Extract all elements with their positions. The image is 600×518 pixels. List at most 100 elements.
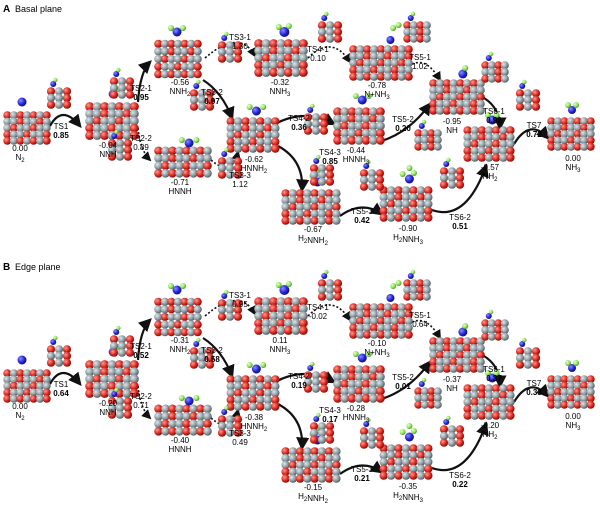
- slab-nnh2: [154, 25, 202, 79]
- ts-structure-ts3-3: [217, 405, 243, 437]
- energy-value: -0.44: [347, 146, 366, 155]
- energy-value: 0.00: [12, 144, 28, 153]
- ts-barrier: 0.85: [53, 131, 69, 140]
- ts-structure-ts1: [46, 335, 72, 367]
- ts-structure-ts6-1: [481, 309, 509, 341]
- transition-arrow-ts1: [49, 113, 82, 129]
- ts-structure-ts5-2: [414, 377, 442, 409]
- ts-barrier: 0.21: [354, 474, 370, 483]
- ts-barrier: 0.49: [232, 438, 248, 447]
- energy-value: -0.15: [304, 483, 323, 492]
- ts-label: TS3-3: [229, 171, 251, 180]
- transition-arrow-ts7: [513, 125, 550, 145]
- energy-value: -0.78: [368, 81, 387, 90]
- ts-label: TS2-1: [130, 342, 152, 351]
- ts-barrier: 0.01: [395, 382, 411, 391]
- slab-hnnh3: [333, 351, 385, 403]
- ts-label: TS1: [54, 380, 69, 389]
- transition-arrow-ts3-2: [202, 79, 235, 121]
- species-label: N+NH3: [364, 348, 390, 359]
- slab-nnh3: [254, 23, 308, 77]
- adsorbate-structures: [3, 269, 595, 483]
- energy-value: -0.40: [171, 436, 190, 445]
- species-label: N2: [15, 153, 25, 164]
- slab-h2nnh3: [379, 165, 433, 222]
- transition-arrow-ts3-3: [210, 408, 241, 427]
- panel-edge-plane: B Edge plane 0.00N2-0.20NNH-0.31NNH2-0.4…: [3, 262, 595, 505]
- species-label: NH2: [483, 430, 499, 441]
- ts-barrier: 0.85: [322, 157, 338, 166]
- species-label: N2: [15, 411, 25, 422]
- transition-arrows: [49, 41, 550, 217]
- ts-structure-ts4-3: [309, 412, 335, 444]
- ts-structure-ts4-2: [303, 103, 329, 135]
- ts-label: TS4-2: [288, 372, 310, 381]
- species-label: NNH3: [270, 87, 291, 98]
- ts-barrier: 0.52: [133, 351, 149, 360]
- ts-label: TS5-1: [409, 311, 431, 320]
- ts-label: TS4-2: [288, 114, 310, 123]
- species-label: HNNH3: [343, 155, 370, 166]
- slab-nnh3b: [349, 280, 413, 339]
- species-label: H2NNH2: [298, 234, 328, 247]
- ts-barrier: 0.71: [133, 401, 149, 410]
- transition-arrow-ts4-3: [277, 403, 310, 451]
- energy-value: -0.62: [245, 155, 264, 164]
- species-label: NNH: [99, 408, 117, 417]
- energy-value: -0.20: [481, 421, 500, 430]
- ts-barrier: 0.42: [354, 216, 370, 225]
- ts-barrier: 0.37: [486, 374, 502, 383]
- energy-value: -0.20: [99, 399, 118, 408]
- energy-value: -0.04: [99, 141, 118, 150]
- energy-value: -0.57: [481, 163, 500, 172]
- energy-value: -0.37: [443, 375, 462, 384]
- ts-structure-ts2-2: [107, 387, 133, 419]
- labels: 0.00N2-0.04NNH-0.56NNH2-0.71HNNH-0.32NNH…: [12, 33, 581, 247]
- ts-barrier: 0.95: [133, 93, 149, 102]
- species-label: NNH2: [170, 345, 191, 356]
- ts-label: TS3-2: [201, 88, 223, 97]
- ts-barrier: 1.12: [232, 180, 248, 189]
- slab-h2nnh3: [379, 423, 433, 480]
- species-label: HNNH3: [343, 413, 370, 424]
- ts-barrier: 0.17: [322, 415, 338, 424]
- ts-barrier: 0.22: [452, 480, 468, 489]
- ts-barrier: 1.02: [412, 62, 428, 71]
- slab-hnnh: [154, 137, 212, 178]
- ts-barrier: 0.10: [310, 54, 326, 63]
- panel-title: Edge plane: [15, 262, 61, 272]
- ts-label: TS6-2: [449, 471, 471, 480]
- ts-label: TS3-3: [229, 429, 251, 438]
- species-label: NH3: [566, 163, 582, 174]
- ts-structure-ts5-2: [414, 119, 442, 151]
- ts-structure-ts2-2: [107, 129, 133, 161]
- ts-structure-ts6-2: [439, 415, 465, 447]
- ts-structure-ts3-2: [189, 79, 215, 111]
- ts-barrier: 0.64: [412, 320, 428, 329]
- ts-structure-ts5-1: [403, 11, 431, 43]
- ts-barrier: 0.89: [133, 143, 149, 152]
- energy-value: 0.11: [273, 336, 289, 345]
- species-label: H2NNH3: [393, 491, 423, 504]
- transition-arrow-ts3-3: [210, 150, 241, 169]
- slab-hnnh2: [226, 104, 280, 153]
- transition-arrow-ts4-1: [307, 304, 352, 322]
- ts-label: TS5-1: [409, 53, 431, 62]
- slab-n2: [3, 97, 51, 145]
- ts-barrier: 0.51: [452, 222, 468, 231]
- panel-basal-plane: A Basal plane 0.00N2-0.04NNH-0.56NNH2-0.…: [3, 4, 595, 247]
- transition-arrow-ts6-2: [431, 421, 489, 472]
- transition-arrow-ts4-3: [277, 145, 310, 193]
- slab-hnnh3: [333, 93, 385, 145]
- ts-structure-ts2-1: [109, 325, 135, 357]
- ts-structure-ts4-3: [309, 154, 335, 186]
- energy-value: 0.00: [565, 412, 581, 421]
- energy-value: -0.32: [271, 78, 290, 87]
- transition-arrow-ts5-1: [397, 61, 441, 82]
- ts-barrier: 0.20: [395, 124, 411, 133]
- ts-structure-ts4-1: [317, 11, 343, 43]
- species-label: N+NH3: [364, 90, 390, 101]
- energy-value: 0.00: [565, 154, 581, 163]
- slab-nh: [429, 323, 485, 373]
